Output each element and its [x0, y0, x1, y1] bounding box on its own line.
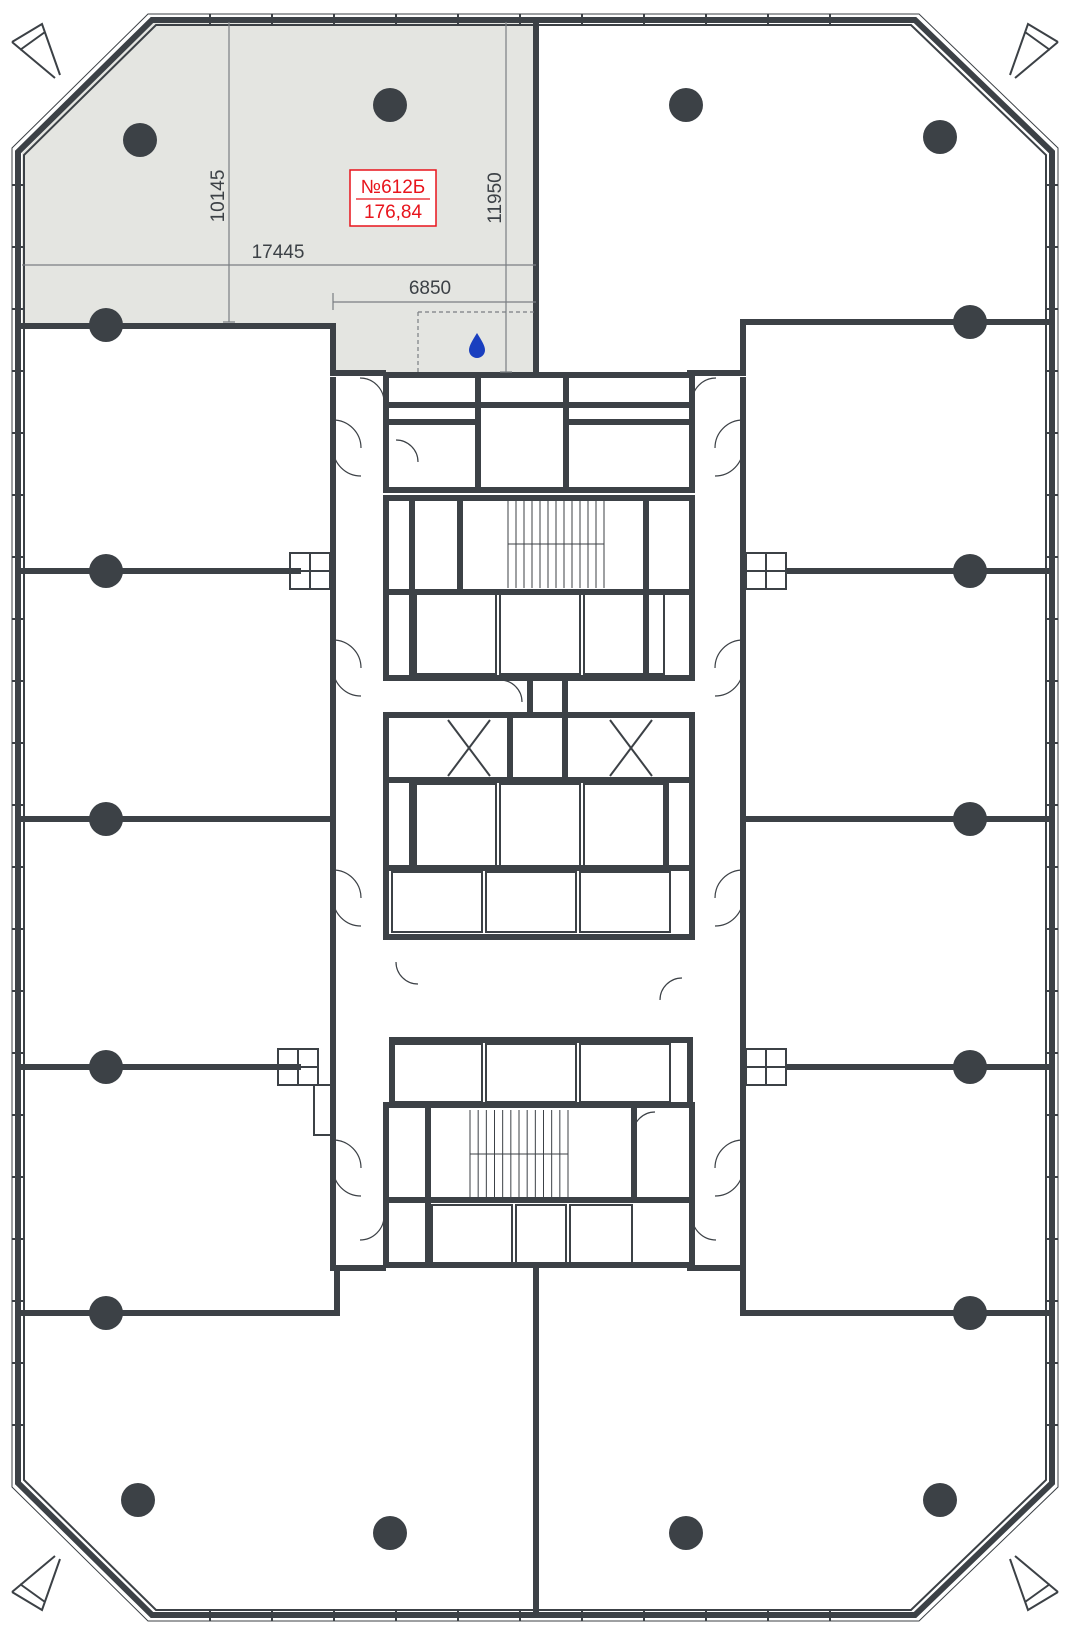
structural-column — [923, 1483, 957, 1517]
north-arrow-icon — [11, 22, 1059, 1612]
unit-label[interactable]: №612Б 176,84 — [349, 169, 437, 227]
facade-mullions — [12, 14, 1058, 1621]
structural-column — [669, 88, 703, 122]
structural-column — [373, 88, 407, 122]
structural-column — [923, 120, 957, 154]
building-outline-inner — [23, 24, 1047, 1611]
structural-columns — [89, 88, 987, 1550]
dim-width-partial: 6850 — [409, 278, 451, 299]
unit-number: №612Б — [361, 177, 426, 198]
dim-height-right: 11950 — [485, 172, 506, 223]
service-shafts — [277, 552, 787, 1136]
structural-column — [953, 1050, 987, 1084]
partition-walls — [19, 17, 1051, 1618]
structural-column — [89, 1050, 123, 1084]
building-core — [383, 372, 695, 1268]
unit-area: 176,84 — [364, 202, 423, 223]
dim-width-total: 17445 — [252, 242, 305, 263]
stair-lower — [469, 1110, 569, 1198]
structural-column — [123, 123, 157, 157]
structural-column — [373, 1516, 407, 1550]
building-outline — [15, 17, 1055, 1618]
structural-column — [89, 554, 123, 588]
structural-column — [953, 554, 987, 588]
structural-column — [669, 1516, 703, 1550]
water-drop-icon — [469, 333, 485, 358]
dimension-lines — [22, 22, 536, 373]
unit-612b-area[interactable] — [22, 22, 536, 373]
stair-upper — [507, 500, 605, 588]
doors — [332, 377, 744, 1241]
structural-column — [89, 1296, 123, 1330]
facade-outer — [11, 13, 1059, 1622]
structural-column — [121, 1483, 155, 1517]
structural-column — [953, 1296, 987, 1330]
structural-column — [953, 802, 987, 836]
dim-height-left: 10145 — [208, 170, 229, 223]
structural-column — [89, 802, 123, 836]
structural-column — [953, 305, 987, 339]
structural-column — [89, 308, 123, 342]
